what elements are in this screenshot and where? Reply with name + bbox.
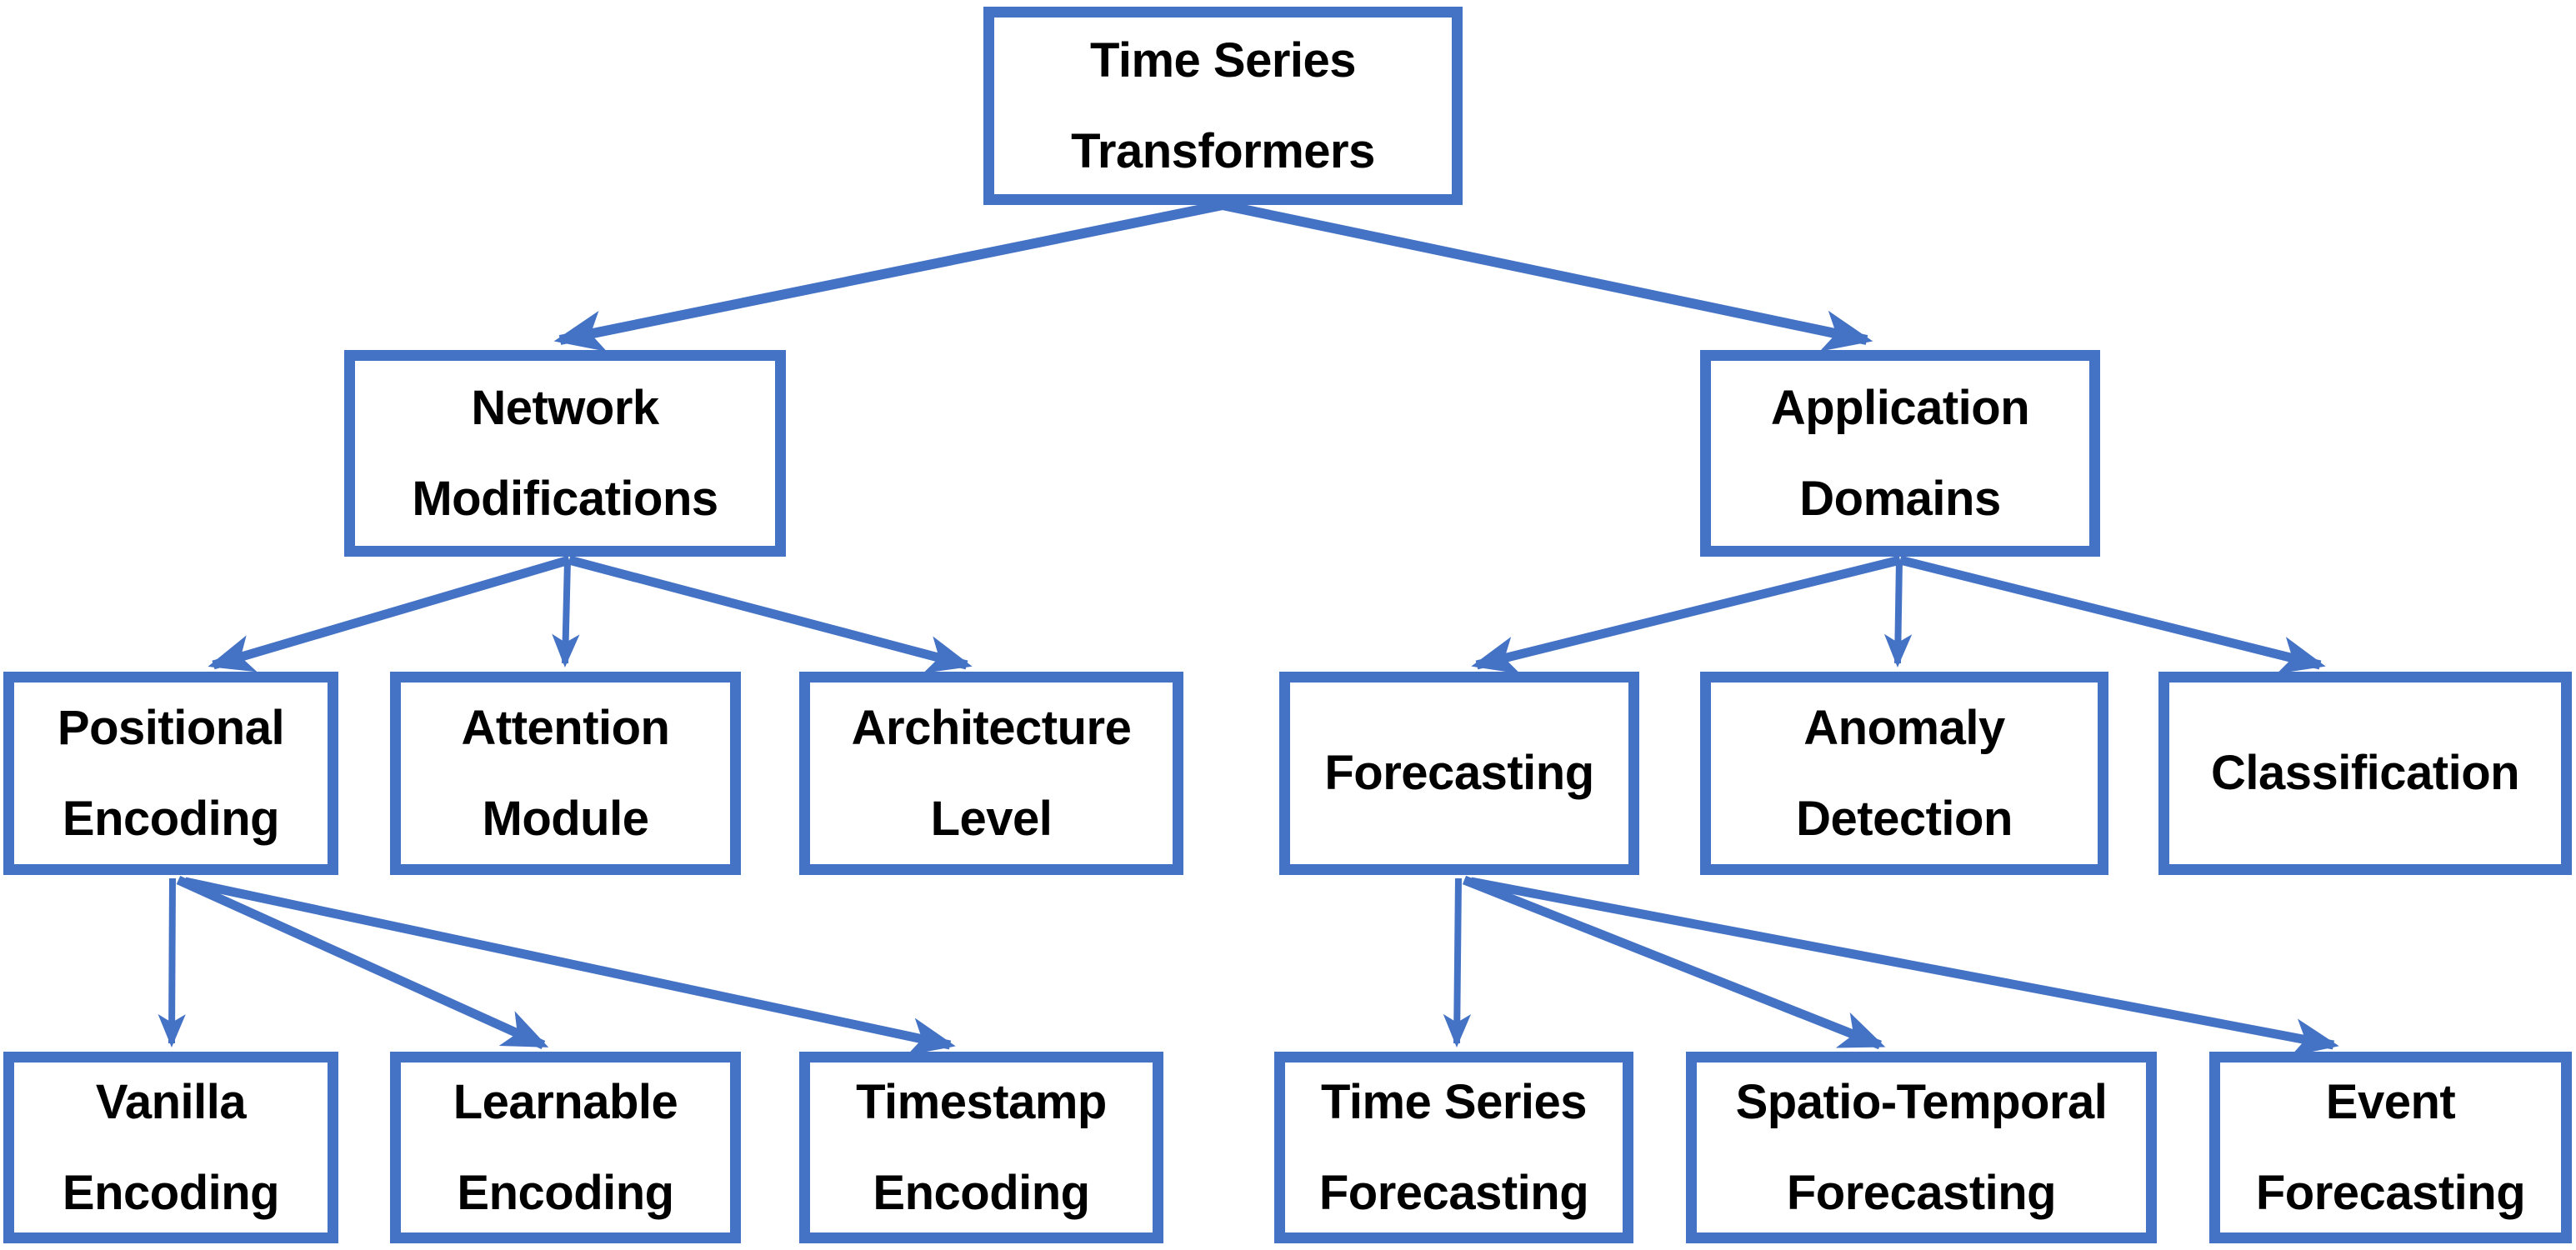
node-positional-encoding: Positional Encoding: [3, 672, 338, 875]
node-learnable-encoding: Learnable Encoding: [390, 1052, 741, 1243]
node-application-domains: Application Domains: [1700, 350, 2100, 557]
node-time-series-transformers: Time Series Transformers: [983, 7, 1463, 205]
arrow-forecasting-to-spatiotemporal: [1462, 875, 1886, 1050]
node-label: Spatio-Temporal Forecasting: [1735, 1074, 2108, 1220]
node-anomaly-detection: Anomaly Detection: [1700, 672, 2108, 875]
node-spatio-temporal-forecasting: Spatio-Temporal Forecasting: [1686, 1052, 2157, 1243]
arrow-application-to-anomaly: [1883, 559, 1913, 668]
node-label: Anomaly Detection: [1796, 700, 2013, 846]
node-timestamp-encoding: Timestamp Encoding: [799, 1052, 1163, 1243]
arrow-application-to-forecasting: [1471, 555, 1902, 674]
arrow-forecasting-to-tsforecasting: [1443, 878, 1472, 1048]
arrow-network-to-attention: [552, 559, 580, 668]
node-label: Forecasting: [1324, 746, 1594, 801]
node-label: Timestamp Encoding: [856, 1074, 1107, 1220]
arrow-network-to-positional: [208, 555, 571, 672]
node-time-series-forecasting: Time Series Forecasting: [1274, 1052, 1633, 1243]
node-label: Classification: [2210, 746, 2520, 801]
node-vanilla-encoding: Vanilla Encoding: [3, 1052, 338, 1243]
arrow-root-to-network: [553, 200, 1224, 352]
arrow-positional-to-timestamp: [183, 877, 956, 1056]
node-forecasting: Forecasting: [1279, 672, 1639, 875]
arrow-root-to-application: [1221, 200, 1873, 352]
arrow-network-to-architecture: [568, 555, 973, 673]
node-network-modifications: Network Modifications: [344, 350, 786, 557]
arrow-application-to-classification: [1898, 555, 2326, 674]
node-label: Positional Encoding: [57, 700, 285, 846]
node-architecture-level: Architecture Level: [799, 672, 1183, 875]
node-label: Attention Module: [461, 700, 671, 846]
node-label: Time Series Forecasting: [1318, 1074, 1589, 1220]
node-label: Architecture Level: [851, 700, 1132, 846]
arrow-forecasting-to-event: [1469, 877, 2339, 1057]
node-classification: Classification: [2158, 672, 2572, 875]
node-attention-module: Attention Module: [390, 672, 741, 875]
arrow-positional-to-vanilla: [158, 878, 186, 1048]
node-label: Application Domains: [1770, 380, 2030, 526]
node-label: Learnable Encoding: [453, 1074, 678, 1220]
node-label: Network Modifications: [412, 380, 718, 526]
node-event-forecasting: Event Forecasting: [2209, 1052, 2572, 1243]
arrow-positional-to-learnable: [176, 875, 549, 1050]
node-label: Time Series Transformers: [1071, 32, 1375, 178]
node-label: Event Forecasting: [2255, 1074, 2526, 1220]
node-label: Vanilla Encoding: [62, 1074, 280, 1220]
